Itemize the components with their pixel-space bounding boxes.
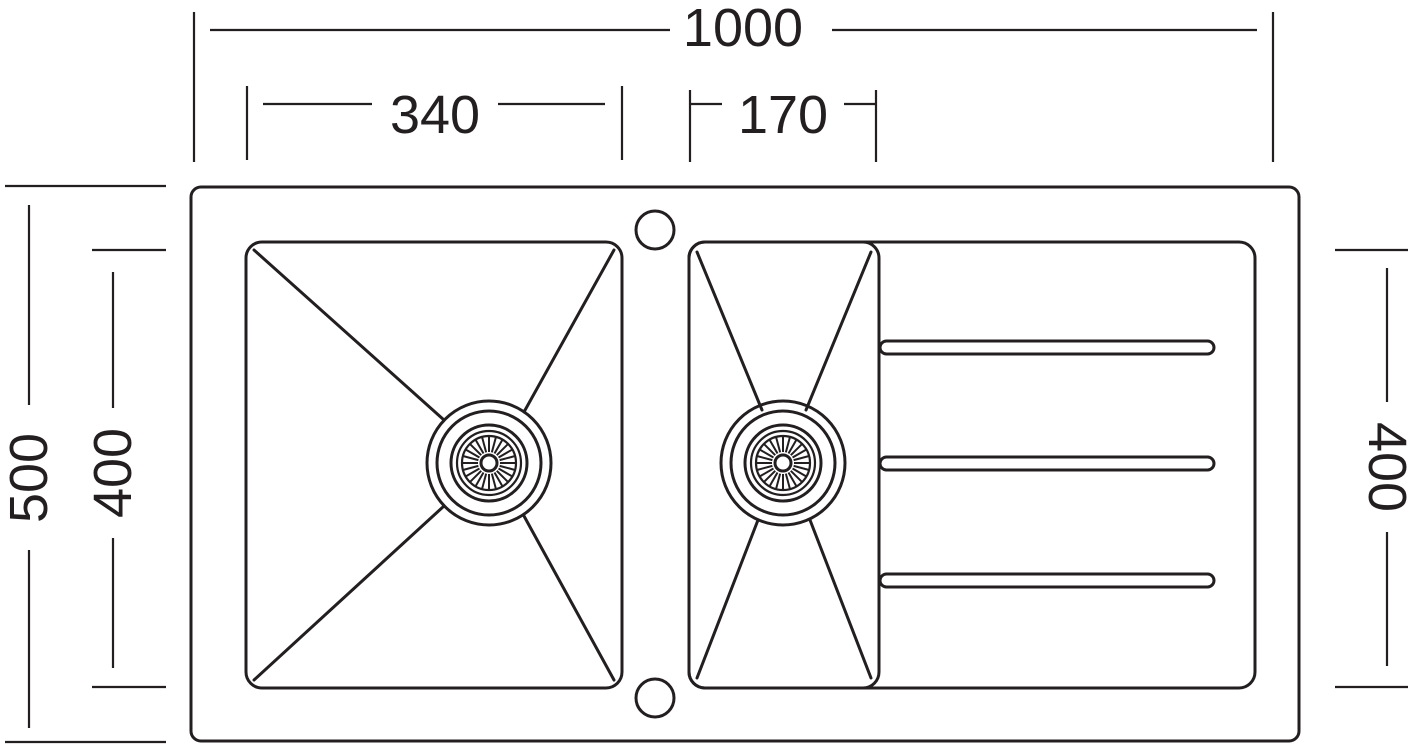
left-bowl-crease (522, 514, 616, 682)
strainer-slot (496, 470, 509, 483)
strainer-slot (493, 472, 504, 487)
right-drain-icon (719, 399, 847, 527)
tap-hole-top (634, 209, 676, 251)
right-bowl-crease (695, 250, 764, 412)
dimension-left-bowl-width: 340 (245, 85, 624, 160)
right-bowl-width-label: 170 (738, 85, 828, 145)
dimension-bowl-height-right: 400 (1335, 248, 1410, 689)
strainer-slot (763, 470, 776, 483)
strainer-slot (784, 473, 791, 490)
strainer-slot (493, 439, 504, 454)
strainer-slot (481, 436, 488, 453)
strainer-slot (756, 464, 773, 471)
strainer-slot (793, 455, 810, 462)
strainer-slot (775, 436, 782, 453)
strainer-slot (465, 448, 480, 459)
right-bowl-crease (808, 518, 873, 680)
left-bowl-crease (252, 504, 446, 682)
right-bowl-drainer (687, 240, 1257, 690)
strainer-slot (490, 436, 497, 453)
drainer-groove (878, 455, 1216, 472)
strainer-slot (462, 455, 479, 462)
strainer-slot (474, 472, 485, 487)
left-drain-icon (425, 399, 553, 527)
strainer-slot (790, 470, 803, 483)
strainer-slot (756, 455, 773, 462)
strainer-slot (499, 464, 516, 471)
strainer-slot (768, 439, 779, 454)
strainer-slot (775, 473, 782, 490)
strainer-slot (790, 443, 803, 456)
strainer-slot (481, 473, 488, 490)
right-bowl-crease (695, 518, 760, 680)
dimension-bowl-height-left: 400 (83, 248, 166, 689)
strainer-slot (469, 470, 482, 483)
right-bowl-crease (804, 250, 873, 412)
strainer-slot (469, 443, 482, 456)
strainer-slot (462, 464, 479, 471)
drainer-groove (878, 339, 1216, 356)
sink-outline (189, 185, 1301, 743)
strainer-slot (498, 448, 513, 459)
strainer-slot (787, 472, 798, 487)
strainer-slot (792, 448, 807, 459)
strainer-slot (499, 455, 516, 462)
strainer-slot (793, 464, 810, 471)
strainer-slot (787, 439, 798, 454)
left-bowl-outline (244, 240, 624, 690)
tap-hole-bottom (634, 677, 676, 719)
overall-height-label: 500 (0, 433, 59, 523)
drainer-groove (878, 572, 1216, 589)
strainer-slot (784, 436, 791, 453)
strainer-slot (759, 467, 774, 478)
strainer-slot (792, 467, 807, 478)
strainer-slot (763, 443, 776, 456)
dimension-overall-width: 1000 (192, 0, 1275, 162)
strainer-slot (768, 472, 779, 487)
bowl-height-right-label: 400 (1357, 422, 1410, 512)
bowl-height-left-label: 400 (83, 428, 143, 518)
overall-width-label: 1000 (683, 0, 803, 58)
strainer-slot (474, 439, 485, 454)
left-bowl-width-label: 340 (390, 85, 480, 145)
left-bowl-crease (522, 248, 616, 414)
left-bowl (244, 240, 624, 690)
dimension-right-bowl-width: 170 (688, 85, 878, 162)
left-bowl-crease (252, 248, 446, 422)
strainer-slot (490, 473, 497, 490)
strainer-slot (465, 467, 480, 478)
strainer-slot (498, 467, 513, 478)
strainer-slot (496, 443, 509, 456)
dimension-overall-height: 500 (0, 184, 166, 744)
strainer-slot (759, 448, 774, 459)
